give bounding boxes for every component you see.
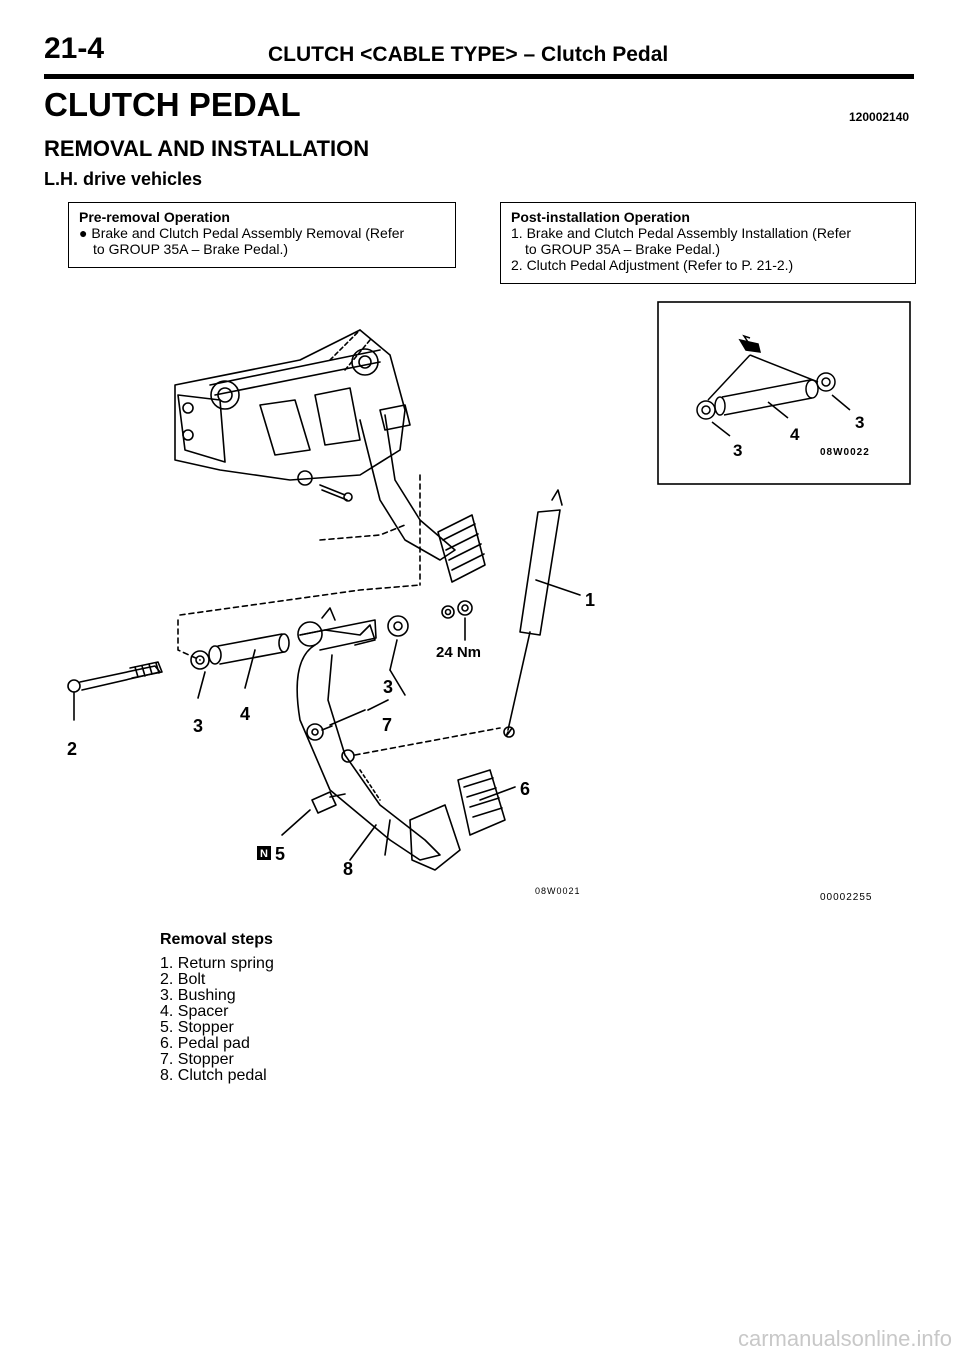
removal-steps-list: 1. Return spring 2. Bolt 3. Bushing 4. S… bbox=[160, 956, 274, 1084]
pedal-bracket-drawing bbox=[174, 329, 411, 502]
brake-pedal-drawing bbox=[319, 414, 486, 583]
removal-step: 3. Bushing bbox=[160, 987, 236, 1004]
callout-1: 1 bbox=[585, 590, 595, 610]
pre-removal-item-line1: Brake and Clutch Pedal Assembly Removal … bbox=[91, 225, 405, 241]
post-installation-box: Post-installation Operation 1. Brake and… bbox=[500, 202, 916, 284]
pedal-pad-part-6 bbox=[457, 769, 516, 836]
section-code: 120002140 bbox=[849, 110, 910, 124]
pre-removal-item-line2: to GROUP 35A – Brake Pedal.) bbox=[93, 241, 289, 257]
section-title: CLUTCH PEDAL bbox=[44, 86, 301, 123]
callout-3-bushing: 3 bbox=[193, 716, 203, 736]
pre-removal-item: ● Brake and Clutch Pedal Assembly Remova… bbox=[79, 225, 445, 241]
bushing-spacer-parts bbox=[190, 615, 409, 699]
removal-step: 1. Return spring bbox=[160, 955, 274, 972]
removal-step: 6. Pedal pad bbox=[160, 1035, 250, 1052]
callout-2: 2 bbox=[67, 739, 77, 759]
vehicle-variant: L.H. drive vehicles bbox=[44, 169, 203, 189]
callout-4: 4 bbox=[240, 704, 250, 724]
callout-7: 7 bbox=[382, 715, 392, 735]
removal-step: 2. Bolt bbox=[160, 971, 206, 988]
inset-detail: 3 4 3 08W0022 bbox=[657, 301, 911, 485]
stopper-part-7 bbox=[306, 709, 366, 763]
nut-parts bbox=[441, 600, 473, 641]
post-installation-item2: 2. Clutch Pedal Adjustment (Refer to P. … bbox=[511, 257, 794, 273]
grease-icon bbox=[738, 334, 761, 353]
section-subtitle: REMOVAL AND INSTALLATION bbox=[44, 136, 370, 161]
bolt-part-2 bbox=[67, 661, 163, 721]
removal-step: 7. Stopper bbox=[160, 1051, 234, 1068]
inset-code: 08W0022 bbox=[820, 447, 870, 458]
stopper-part-5 bbox=[281, 791, 346, 836]
callout-8: 8 bbox=[343, 859, 353, 879]
callout-6: 6 bbox=[520, 779, 530, 799]
callout-3-bushing-right: 3 bbox=[383, 677, 393, 697]
clutch-pedal-exploded-diagram: 1 2 3 3 4 5 6 7 8 24 Nm N 08W0021 000022… bbox=[67, 301, 911, 903]
inset-callout-3-right: 3 bbox=[855, 413, 864, 432]
post-installation-heading: Post-installation Operation bbox=[511, 209, 690, 225]
running-title: CLUTCH <CABLE TYPE> – Clutch Pedal bbox=[268, 43, 669, 66]
inset-callout-3-left: 3 bbox=[733, 441, 742, 460]
figure-code-page: 00002255 bbox=[820, 892, 873, 903]
n-badge-icon: N bbox=[257, 846, 271, 860]
removal-steps-heading: Removal steps bbox=[160, 931, 273, 948]
return-spring-part-1 bbox=[503, 489, 581, 738]
bullet-icon: ● bbox=[79, 225, 88, 241]
removal-step: 4. Spacer bbox=[160, 1003, 229, 1020]
removal-step: 8. Clutch pedal bbox=[160, 1067, 267, 1084]
removal-step: 5. Stopper bbox=[160, 1019, 234, 1036]
pre-removal-heading: Pre-removal Operation bbox=[79, 209, 230, 225]
callout-5: 5 bbox=[275, 844, 285, 864]
clutch-pedal-part-8 bbox=[296, 607, 461, 871]
header-rule bbox=[44, 74, 914, 79]
post-installation-item1-line2: to GROUP 35A – Brake Pedal.) bbox=[525, 241, 721, 257]
watermark: carmanualsonline.info bbox=[737, 1326, 952, 1351]
inset-callout-4: 4 bbox=[790, 425, 800, 444]
page-number: 21-4 bbox=[44, 32, 105, 65]
alignment-lines bbox=[177, 474, 501, 756]
torque-spec: 24 Nm bbox=[436, 644, 481, 661]
pre-removal-box: Pre-removal Operation ● Brake and Clutch… bbox=[68, 202, 456, 268]
n-badge-label: N bbox=[260, 848, 268, 860]
figure-code-main: 08W0021 bbox=[535, 886, 581, 896]
post-installation-item1-line1: 1. Brake and Clutch Pedal Assembly Insta… bbox=[511, 225, 852, 241]
